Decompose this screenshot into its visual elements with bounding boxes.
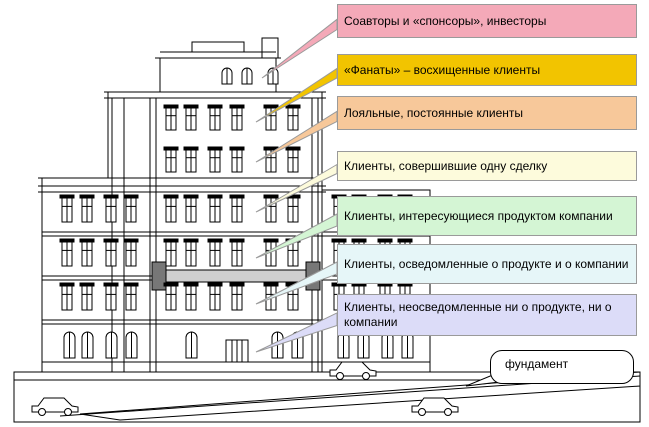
attic [159, 57, 277, 93]
window [123, 194, 139, 223]
window [79, 238, 95, 267]
window [163, 238, 179, 267]
label-text-level-2: Клиенты, осведомленные о продукте и о ко… [344, 256, 629, 271]
window [183, 238, 199, 267]
window [103, 282, 119, 311]
label-box-level-4: Клиенты, совершившие одну сделку [337, 151, 637, 181]
window [163, 146, 179, 173]
window [263, 194, 279, 223]
window [103, 238, 119, 267]
label-box-level-6: «Фанаты» – восхищенные клиенты [337, 54, 637, 86]
callout-level-7 [261, 18, 338, 79]
label-text-level-4: Клиенты, совершившие одну сделку [344, 158, 548, 173]
label-text-level-1: Клиенты, неосведомленные ни о продукте, … [344, 300, 612, 329]
window [207, 238, 223, 267]
window [79, 194, 95, 223]
label-text-level-3: Клиенты, интересующиеся продуктом компан… [344, 208, 613, 223]
window [163, 104, 179, 131]
window [207, 146, 223, 173]
window [229, 194, 245, 223]
arched-window [221, 67, 233, 85]
arched-window [241, 67, 253, 85]
window [285, 104, 301, 131]
car [329, 361, 377, 380]
label-box-level-7: Соавторы и «спонсоры», инвесторы [337, 4, 637, 38]
window [103, 194, 119, 223]
arched-window [125, 331, 138, 359]
window [123, 282, 139, 311]
window [207, 104, 223, 131]
window [79, 282, 95, 311]
window [207, 282, 223, 311]
label-text-level-5: Лояльные, постоянные клиенты [344, 105, 523, 120]
car [31, 397, 79, 416]
window [263, 238, 279, 267]
window [229, 104, 245, 131]
window [59, 238, 75, 267]
arched-window [81, 331, 94, 359]
arched-window [63, 331, 76, 359]
window [183, 282, 199, 311]
car [411, 397, 459, 416]
label-box-foundation: фундамент [490, 350, 634, 384]
window [59, 194, 75, 223]
label-text-foundation: фундамент [505, 357, 569, 371]
window [163, 282, 179, 311]
label-text-level-6: «Фанаты» – восхищенные клиенты [344, 62, 541, 77]
label-box-level-3: Клиенты, интересующиеся продуктом компан… [337, 196, 637, 236]
arched-window [185, 331, 198, 359]
window [229, 238, 245, 267]
window [163, 194, 179, 223]
label-text-level-7: Соавторы и «спонсоры», инвесторы [344, 13, 547, 28]
window [183, 194, 199, 223]
window [229, 282, 245, 311]
window [183, 104, 199, 131]
label-box-level-2: Клиенты, осведомленные о продукте и о ко… [337, 244, 637, 284]
window [123, 238, 139, 267]
window [229, 146, 245, 173]
window [207, 194, 223, 223]
label-box-level-1: Клиенты, неосведомленные ни о продукте, … [337, 294, 637, 336]
window [285, 146, 301, 173]
label-box-level-5: Лояльные, постоянные клиенты [337, 96, 637, 130]
window [263, 104, 279, 131]
window [183, 146, 199, 173]
window [285, 194, 301, 223]
window [59, 282, 75, 311]
arched-window [105, 331, 118, 359]
